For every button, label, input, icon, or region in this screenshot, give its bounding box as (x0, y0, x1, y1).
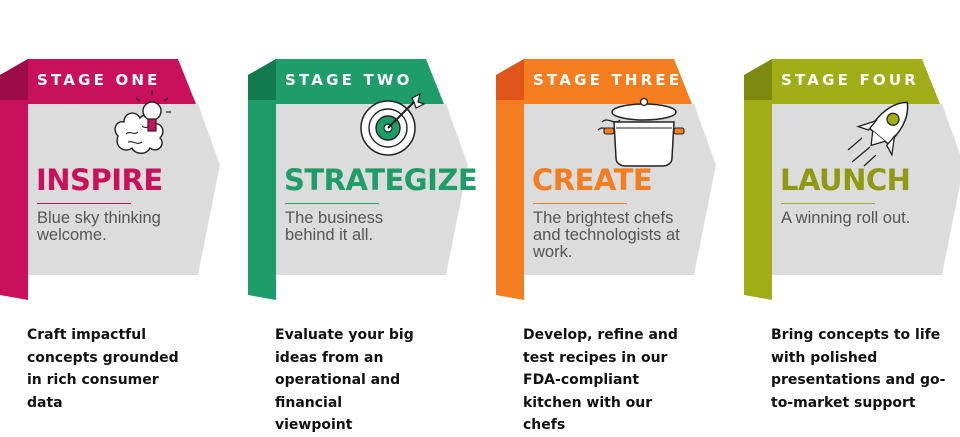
stage-four-banner-label: STAGE FOUR (781, 71, 919, 89)
stage-four-description: Bring concepts to life with polished pre… (771, 327, 946, 411)
stage-one-subtitle: Blue sky thinking welcome. (37, 209, 161, 244)
stage-one-banner-fold (0, 59, 28, 100)
stage-three-side-strip (496, 59, 524, 300)
stage-four-arrow-body (772, 104, 960, 275)
stage-one-arrow-body (28, 104, 220, 275)
stage-four-banner-fold (744, 59, 772, 100)
cooking-pot-icon (597, 97, 685, 167)
stage-four-arrow-panel (744, 59, 960, 300)
stage-one-description: Craft impactful concepts grounded in ric… (27, 327, 179, 411)
stage-three-description: Develop, refine and test recipes in our … (523, 327, 678, 433)
stage-one-title-rule (37, 203, 131, 204)
stage-three-banner-label: STAGE THREE (533, 71, 683, 89)
stage-four-title-rule (781, 203, 875, 204)
stage-two-description: Evaluate your big ideas from an operatio… (275, 327, 414, 433)
stage-two-banner-fold (248, 59, 276, 100)
stage-one-arrow-panel (0, 59, 220, 300)
stage-three-banner-fold (496, 59, 524, 100)
stage-two-card: STAGE TWO STRATEGIZE The business behind… (248, 0, 478, 433)
stage-four-title: LAUNCH (780, 163, 911, 197)
stage-two-banner-label: STAGE TWO (285, 71, 413, 89)
stage-two-arrow-body (276, 104, 468, 275)
lightbulb-brain-icon (114, 90, 171, 154)
rocket-icon (847, 101, 909, 167)
stage-three-title-rule (533, 203, 627, 204)
stage-four-banner (772, 59, 940, 104)
stage-three-title: CREATE (532, 163, 653, 197)
target-dart-icon (360, 92, 426, 156)
stage-two-side-strip (248, 59, 276, 300)
stage-two-title: STRATEGIZE (284, 163, 478, 197)
stage-one-banner-label: STAGE ONE (37, 71, 161, 89)
stage-two-title-rule (285, 203, 379, 204)
stage-one-card: STAGE ONE INSPIRE Blue sky thinking welc… (0, 0, 230, 414)
stage-three-banner (524, 59, 692, 104)
stage-three-subtitle: The brightest chefs and technologists at… (533, 209, 680, 261)
stage-two-subtitle: The business behind it all. (285, 209, 384, 244)
stage-four-subtitle: A winning roll out. (781, 209, 911, 227)
stage-one-banner (28, 59, 196, 104)
stage-two-banner (276, 59, 444, 104)
stage-four-card: STAGE FOUR LAUNCH A winning roll out. Br… (744, 0, 960, 414)
stage-two-arrow-panel (248, 59, 468, 300)
stage-three-card: STAGE THREE CREATE The brightest chefs a… (496, 0, 726, 433)
stage-one-side-strip (0, 59, 28, 300)
stage-one-title: INSPIRE (36, 163, 163, 197)
stage-four-side-strip (744, 59, 772, 300)
